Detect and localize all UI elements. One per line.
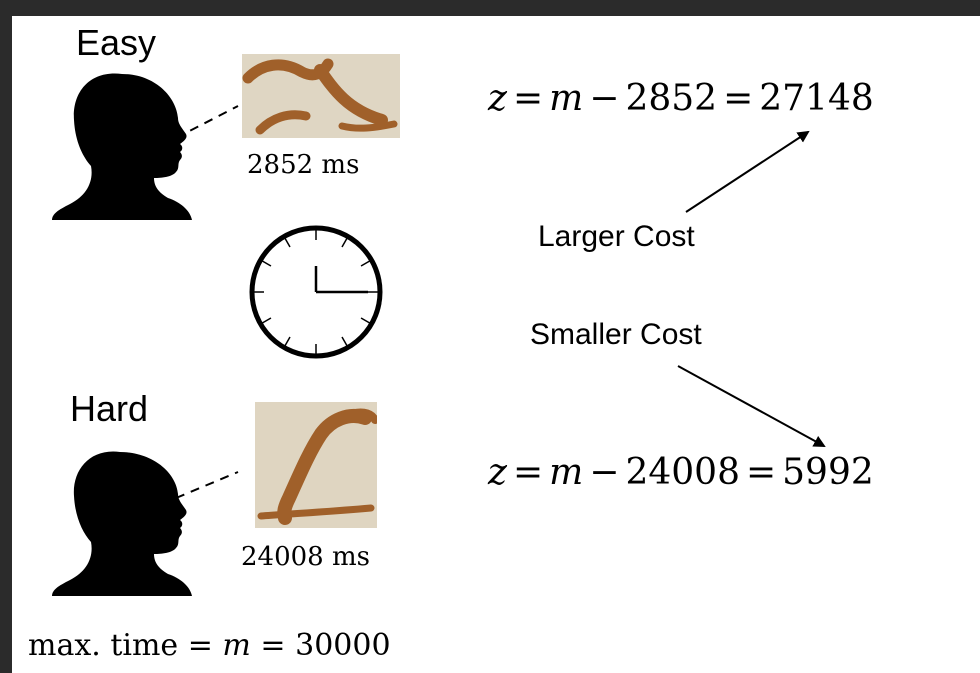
clock-tick	[360, 260, 371, 267]
max-time-prefix: max. time	[28, 628, 179, 663]
max-time-equals-2: =	[260, 628, 286, 663]
easy-gaze-line	[175, 105, 239, 139]
easy-character-image	[242, 54, 400, 138]
hard-label: Hard	[70, 388, 149, 429]
clock-tick	[261, 317, 272, 324]
diagram-canvas: Easy 2852 ms Hard	[12, 16, 980, 673]
easy-head-silhouette-icon	[52, 73, 192, 220]
clock-tick	[341, 237, 348, 248]
hard-equation-equals: =	[512, 452, 544, 493]
max-time-equals: =	[187, 628, 213, 663]
clock-tick	[261, 260, 272, 267]
clock-tick	[284, 336, 291, 347]
smaller-cost-arrow	[677, 365, 826, 447]
hard-equation-m: m	[549, 452, 584, 493]
easy-equation-m: m	[549, 78, 584, 119]
clock-tick	[341, 336, 348, 347]
easy-equation-z: z	[488, 78, 507, 119]
max-time-formula: max. time = m = 30000	[28, 628, 391, 663]
easy-equation-equals-2: =	[723, 78, 754, 119]
larger-cost-arrow	[685, 130, 810, 213]
hard-equation-result: 5992	[782, 452, 874, 493]
larger-cost-label: Larger Cost	[538, 220, 695, 253]
hard-gaze-line	[175, 471, 239, 499]
hard-equation-z: z	[488, 452, 507, 493]
hard-character-image	[255, 402, 377, 528]
max-time-m: m	[222, 628, 251, 663]
easy-equation-minus: −	[589, 78, 620, 119]
easy-equation-result: 27148	[759, 78, 874, 119]
easy-time-label: 2852 ms	[247, 150, 360, 180]
hard-equation-time: 24008	[625, 452, 740, 493]
easy-cost-equation: z=m−2852=27148	[488, 78, 874, 119]
easy-equation-time: 2852	[625, 78, 718, 119]
clock-icon	[249, 225, 383, 359]
hard-cost-equation: z=m−24008=5992	[488, 452, 874, 493]
clock-tick	[284, 237, 291, 248]
hard-equation-equals-2: =	[745, 452, 777, 493]
max-time-value: 30000	[295, 628, 391, 663]
hard-time-label: 24008 ms	[241, 542, 370, 572]
easy-equation-equals: =	[512, 78, 544, 119]
hard-equation-minus: −	[589, 452, 620, 493]
clock-tick	[360, 317, 371, 324]
hard-head-silhouette-icon	[52, 451, 192, 596]
smaller-cost-label: Smaller Cost	[530, 318, 702, 351]
easy-label: Easy	[76, 22, 157, 63]
annotation-arrows	[677, 130, 826, 447]
